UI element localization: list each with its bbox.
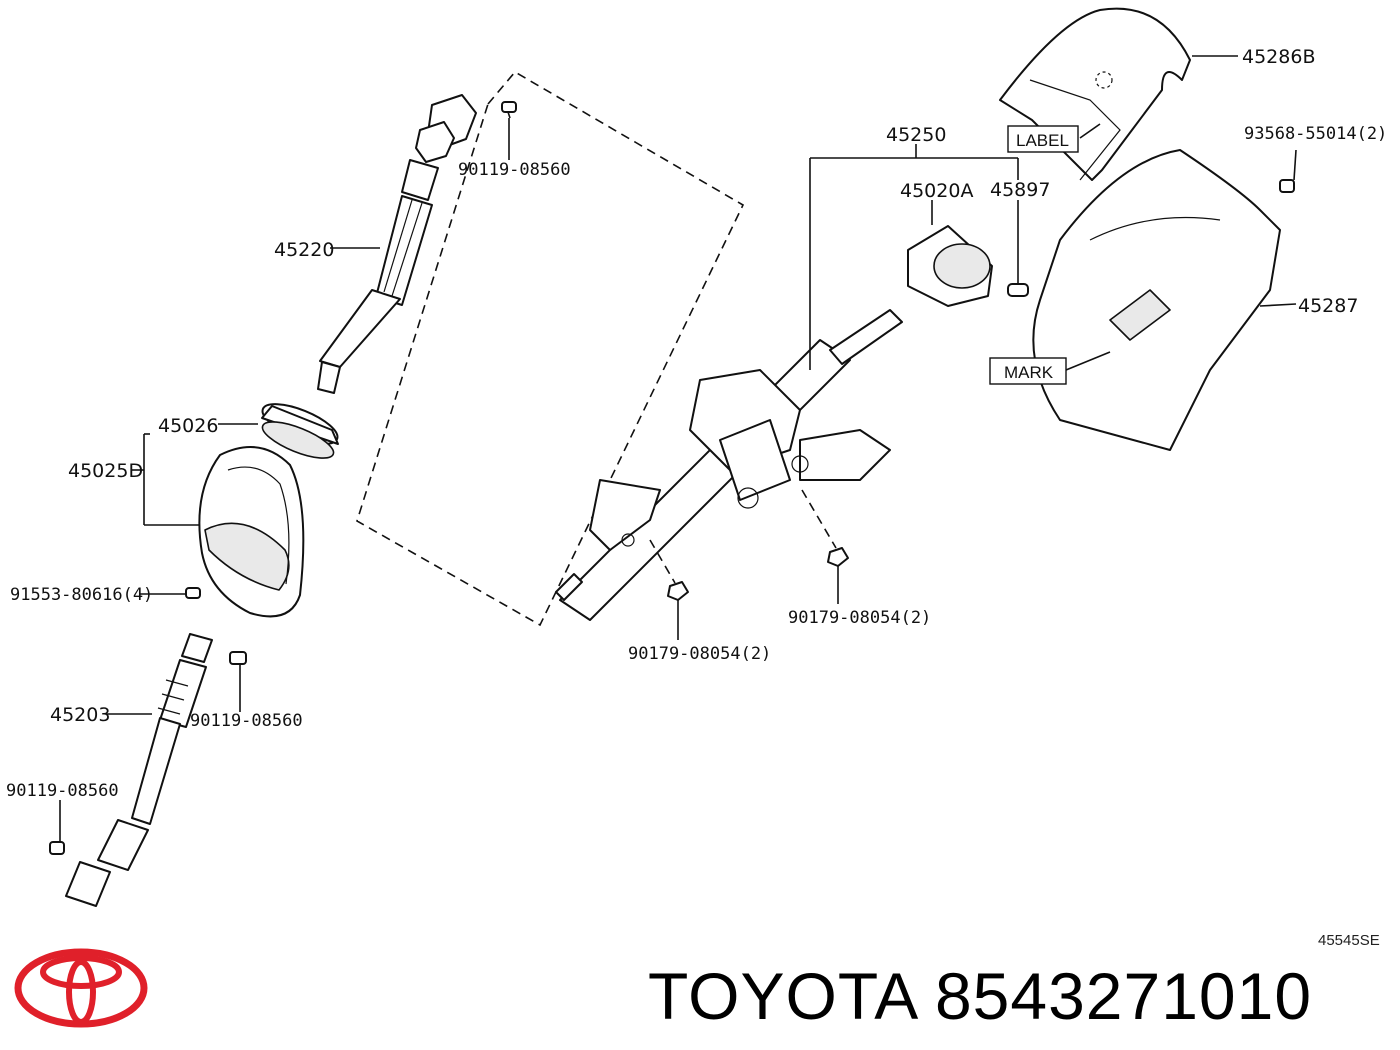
lower-cover-drawing [1032,149,1281,451]
nut-left-drawing [649,539,689,640]
label-45220: 45220 [274,239,334,261]
label-90119-08560-bottom: 90119-08560 [6,781,119,801]
bolt-mid-drawing [229,651,247,712]
cover-45025D-drawing [198,446,305,618]
label-45287: 45287 [1298,295,1358,317]
label-90179-08054-right: 90179-08054(2) [788,608,931,628]
footer-brand-and-part-number: TOYOTA 8543271010 [648,958,1312,1034]
label-90179-08054-left: 90179-08054(2) [628,644,771,664]
bolt-top-drawing [501,101,517,160]
label-90119-08560-top: 90119-08560 [458,160,571,180]
toyota-logo-icon [14,948,148,1028]
label-45020A: 45020A [900,180,973,202]
label-45026: 45026 [158,415,218,437]
pin-45897-drawing [1007,283,1029,297]
diagram-code: 45545SE [1318,932,1380,949]
mark-box: MARK [989,357,1067,385]
bolt-bottom-drawing [49,841,65,855]
label-45286B: 45286B [1242,46,1315,68]
bolt-91553-drawing [185,587,201,599]
mark-box-text: MARK [1004,363,1054,382]
part-number: 8543271010 [934,959,1313,1033]
nut-right-drawing [801,489,849,604]
label-45025D: 45025D [68,460,143,482]
screw-93568-drawing [1279,149,1297,193]
label-45203: 45203 [50,704,110,726]
leader-lines [59,55,1297,842]
label-box-text: LABEL [1016,131,1069,150]
assembly-dashed-outline [356,70,745,627]
label-91553-80616: 91553-80616(4) [10,585,153,605]
label-90119-08560-mid: 90119-08560 [190,711,303,731]
lower-shaft-drawing [65,633,213,907]
seal-45026-drawing [261,403,339,459]
label-box: LABEL [1007,125,1079,153]
brand-name: TOYOTA [648,959,916,1033]
column-assembly-drawing [555,309,903,621]
lock-housing-drawing [907,225,993,307]
label-45250: 45250 [886,124,946,146]
upper-shaft-drawing [317,94,477,394]
label-45897: 45897 [990,179,1050,201]
upper-cover-drawing [999,7,1191,181]
label-93568-55014: 93568-55014(2) [1244,124,1387,144]
